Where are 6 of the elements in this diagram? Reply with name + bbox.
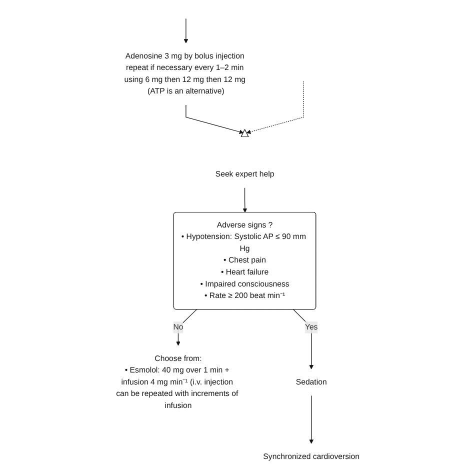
arrow [293, 309, 314, 370]
arrow [246, 81, 304, 134]
arrow [242, 187, 248, 213]
arrow [186, 104, 244, 134]
arrow [309, 395, 314, 444]
arrow [184, 18, 188, 44]
